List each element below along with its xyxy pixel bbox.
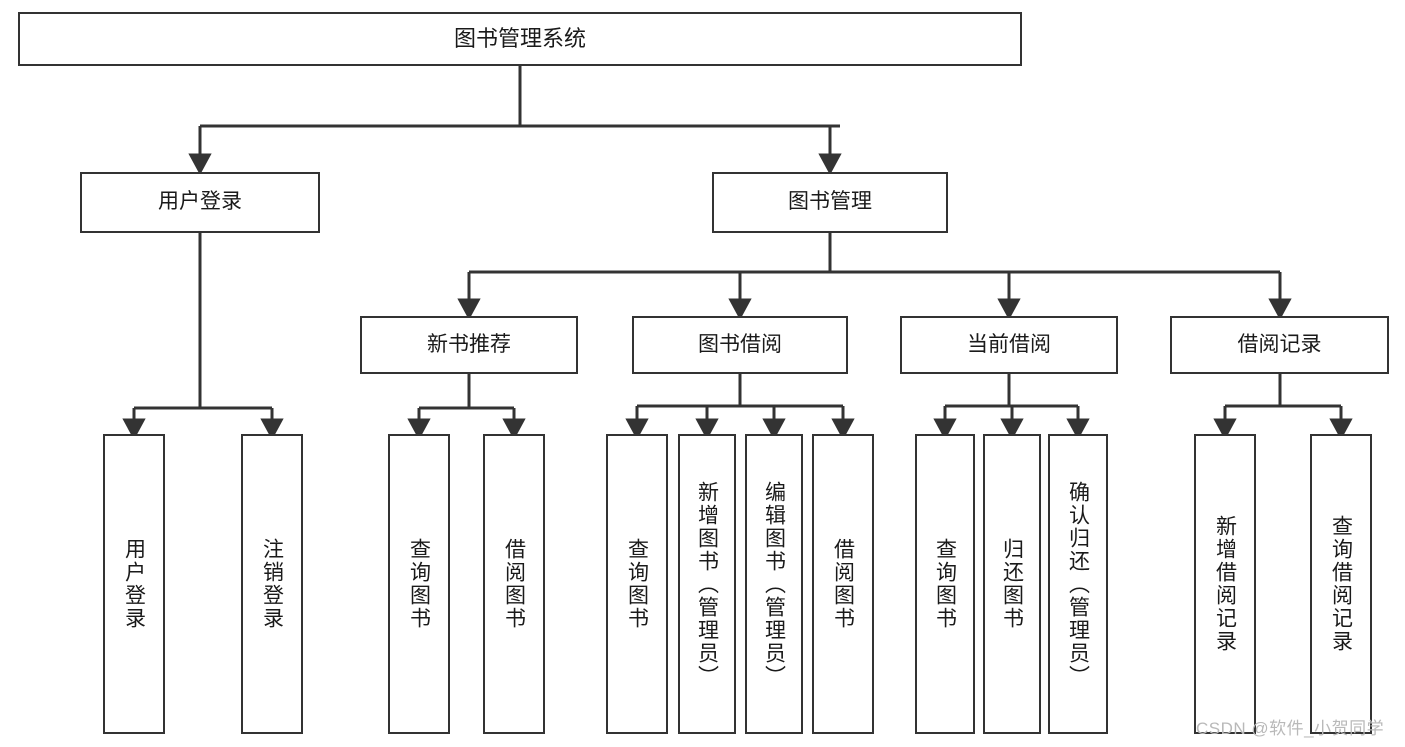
node-root-book-management-system[interactable]: 图书管理系统 [18, 12, 1022, 66]
edges-root-to-level2 [188, 66, 842, 175]
node-borrow-record[interactable]: 借阅记录 [1170, 316, 1389, 374]
edges-borrow-record-to-leaves [1213, 374, 1353, 440]
node-label: 借阅图书 [502, 538, 526, 630]
node-book-borrow[interactable]: 图书借阅 [632, 316, 848, 374]
node-leaf-confirm-return[interactable]: 确认归还（管理员） [1048, 434, 1108, 734]
node-label: 编辑图书（管理员） [762, 480, 786, 688]
node-label: 图书管理 [788, 190, 872, 214]
edges-user-login-to-leaves [122, 233, 284, 440]
node-leaf-logout[interactable]: 注销登录 [241, 434, 303, 734]
node-label: 图书管理系统 [453, 26, 586, 52]
node-label: 新增借阅记录 [1213, 515, 1237, 653]
edges-current-borrow-to-leaves [933, 374, 1090, 440]
edges-book-borrow-to-leaves [625, 374, 855, 440]
node-user-login[interactable]: 用户登录 [80, 172, 320, 233]
edges-new-book-recommend-to-leaves [407, 374, 526, 440]
node-label: 新增图书（管理员） [695, 480, 719, 688]
node-label: 查询图书 [407, 538, 431, 630]
node-leaf-user-login[interactable]: 用户登录 [103, 434, 165, 734]
node-label: 用户登录 [158, 190, 242, 214]
node-new-book-recommend[interactable]: 新书推荐 [360, 316, 578, 374]
node-current-borrow[interactable]: 当前借阅 [900, 316, 1118, 374]
node-leaf-borrow-book-2[interactable]: 借阅图书 [812, 434, 874, 734]
node-label: 借阅图书 [831, 538, 855, 630]
node-label: 图书借阅 [698, 332, 782, 356]
node-leaf-return-book[interactable]: 归还图书 [983, 434, 1041, 734]
node-label: 注销登录 [260, 538, 284, 630]
node-label: 查询借阅记录 [1329, 515, 1353, 653]
node-leaf-add-book[interactable]: 新增图书（管理员） [678, 434, 736, 734]
node-leaf-query-book-3[interactable]: 查询图书 [915, 434, 975, 734]
node-label: 当前借阅 [967, 332, 1051, 356]
node-leaf-query-book-1[interactable]: 查询图书 [388, 434, 450, 734]
csdn-watermark: CSDN @软件_小贺同学 [1196, 719, 1385, 738]
node-leaf-add-record[interactable]: 新增借阅记录 [1194, 434, 1256, 734]
node-label: 借阅记录 [1237, 332, 1322, 356]
node-label: 确认归还（管理员） [1066, 480, 1090, 688]
node-book-manage[interactable]: 图书管理 [712, 172, 948, 233]
node-leaf-borrow-book-1[interactable]: 借阅图书 [483, 434, 545, 734]
node-label: 查询图书 [933, 538, 957, 630]
node-label: 归还图书 [1000, 538, 1024, 630]
node-label: 新书推荐 [427, 332, 511, 356]
node-leaf-edit-book[interactable]: 编辑图书（管理员） [745, 434, 803, 734]
node-label: 查询图书 [625, 538, 649, 630]
edges-book-manage-to-level3 [457, 233, 1292, 320]
node-leaf-query-book-2[interactable]: 查询图书 [606, 434, 668, 734]
node-leaf-query-record[interactable]: 查询借阅记录 [1310, 434, 1372, 734]
node-label: 用户登录 [122, 538, 146, 630]
